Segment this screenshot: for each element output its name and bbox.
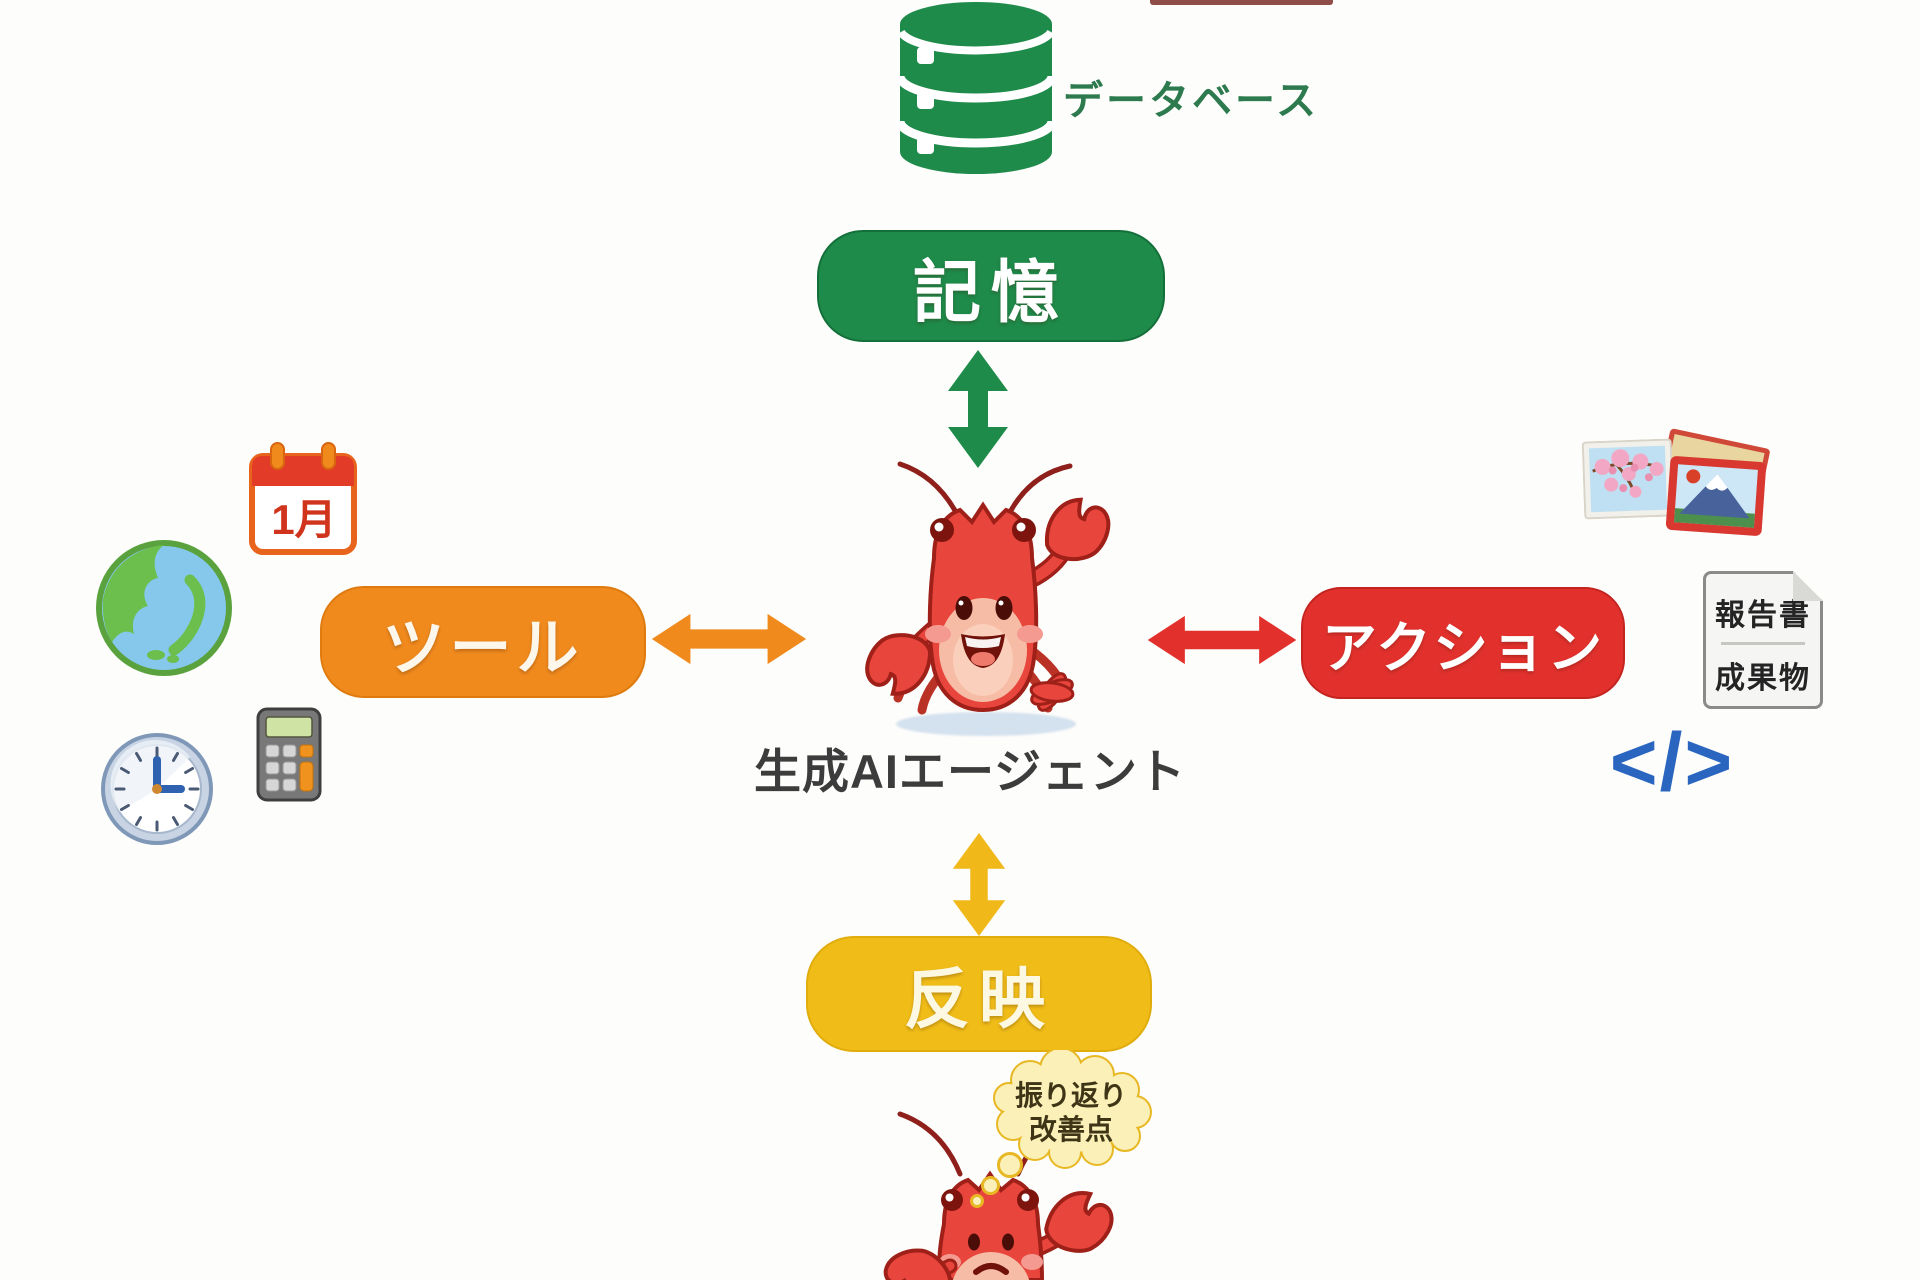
thought-bubble-dot [970,1194,984,1208]
memory-arrow-icon [948,350,1008,468]
calendar-month-label: 1月 [271,496,337,543]
database-label: データベース [1063,79,1319,123]
thought-bubble-dot [997,1152,1023,1178]
lobster-mascot [865,461,1111,715]
thought-bubble-dot [981,1176,1000,1195]
code-icon: </> [1609,717,1735,808]
reflection-label: 反映 [904,962,1054,1036]
document-line2: 成果物 [1715,662,1811,695]
tools-label: ツール [382,614,584,683]
thought-bubble-line1: 振り返り [1014,1080,1127,1111]
globe-icon [96,540,232,676]
reflection-node: 反映 [806,936,1152,1052]
memory-node: 記憶 [817,230,1165,342]
action-label: アクション [1321,617,1605,679]
clock-icon [101,733,213,845]
thinking-lobster-mascot [883,1109,1114,1280]
photos-icon [1581,428,1783,542]
tools-arrow-icon [651,613,807,665]
mascot-shadow [896,712,1076,736]
action-arrow-icon [1147,615,1297,665]
thought-bubble-line2: 改善点 [1028,1114,1113,1145]
action-node: アクション [1301,587,1625,699]
center-label: 生成AIエージェント [753,745,1187,798]
calculator-icon [256,707,322,802]
calendar-icon [249,442,357,555]
memory-label: 記憶 [912,254,1069,331]
cropped-top-element [1150,0,1333,5]
photo-cherry-blossom [1581,438,1675,520]
tools-node: ツール [320,586,646,698]
document-icon: 報告書 成果物 [1703,571,1823,709]
reflection-arrow-icon [952,833,1006,936]
database-icon [895,2,1057,174]
thought-bubble [993,1050,1152,1169]
photo-mount-fuji [1665,456,1767,536]
document-line1: 報告書 [1715,599,1811,632]
